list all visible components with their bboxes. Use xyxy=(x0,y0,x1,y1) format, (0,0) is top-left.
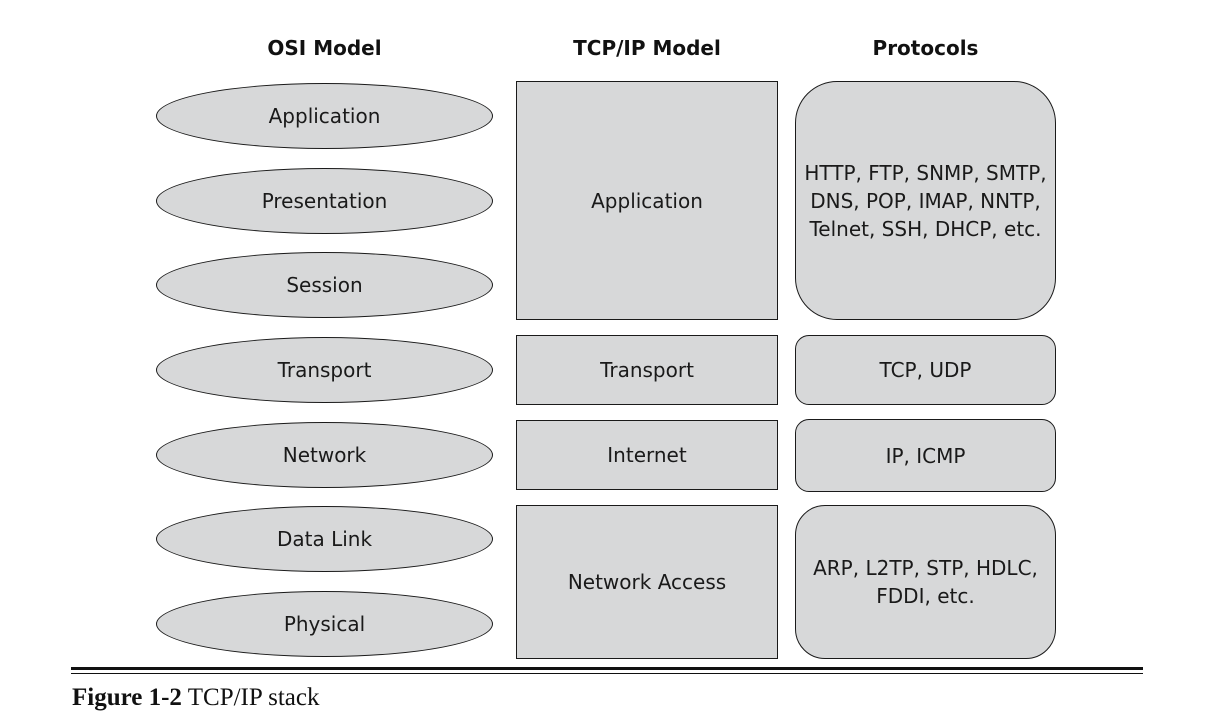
osi-model-header: OSI Model xyxy=(267,36,382,60)
protocols-network-access-line: FDDI, etc. xyxy=(876,584,975,608)
tcpip-layer-network-access: Network Access xyxy=(516,505,778,659)
osi-layer-data-link: Data Link xyxy=(156,506,493,572)
osi-layer-physical: Physical xyxy=(156,591,493,657)
tcpip-model-header: TCP/IP Model xyxy=(573,36,721,60)
figure-rule-thick xyxy=(71,667,1143,670)
protocols-application-line: HTTP, FTP, SNMP, SMTP, xyxy=(804,160,1047,185)
figure-caption-text: TCP/IP stack xyxy=(187,684,320,711)
protocols-application-line: Telnet, SSH, DHCP, etc. xyxy=(809,216,1042,241)
osi-layer-session: Session xyxy=(156,252,493,318)
protocols-internet: IP, ICMP xyxy=(795,419,1056,492)
figure-caption: Figure 1-2 TCP/IP stack xyxy=(72,684,319,712)
protocols-application-line: DNS, POP, IMAP, NNTP, xyxy=(810,188,1041,213)
tcpip-layer-application: Application xyxy=(516,81,778,320)
protocols-network-access: ARP, L2TP, STP, HDLC, FDDI, etc. xyxy=(795,505,1056,659)
tcpip-layer-transport: Transport xyxy=(516,335,778,405)
protocols-application: HTTP, FTP, SNMP, SMTP, DNS, POP, IMAP, N… xyxy=(795,81,1056,320)
osi-layer-network: Network xyxy=(156,422,493,488)
osi-layer-presentation: Presentation xyxy=(156,168,493,234)
osi-layer-application: Application xyxy=(156,83,493,149)
figure-rule-thin xyxy=(71,673,1143,674)
protocols-header: Protocols xyxy=(872,36,979,60)
protocols-transport-line: TCP, UDP xyxy=(879,358,972,382)
figure-number: Figure 1-2 xyxy=(72,684,182,711)
osi-layer-transport: Transport xyxy=(156,337,493,403)
protocols-transport: TCP, UDP xyxy=(795,335,1056,405)
protocols-network-access-line: ARP, L2TP, STP, HDLC, xyxy=(813,556,1038,580)
tcpip-layer-internet: Internet xyxy=(516,420,778,490)
protocols-internet-line: IP, ICMP xyxy=(885,443,966,468)
